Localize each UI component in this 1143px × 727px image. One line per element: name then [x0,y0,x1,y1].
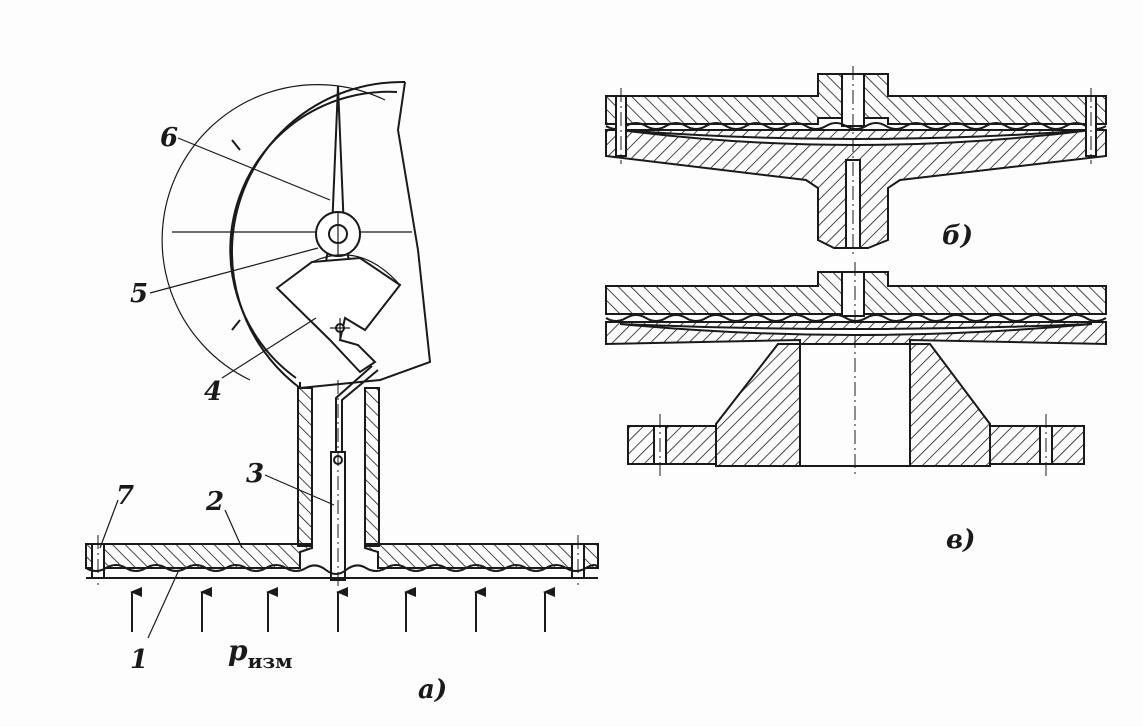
caption-v: в) [946,525,975,555]
panel-a-manometer: 6 5 4 3 2 7 1 pизм а) [85,80,599,705]
tube-wall-right [364,387,380,547]
label-6: 6 [160,123,178,153]
label-1: 1 [130,645,148,675]
tube-wall-left [297,387,313,547]
caption-a: а) [418,675,447,705]
pressure-label: pизм [228,634,293,673]
dial-housing [230,80,406,391]
label-7: 7 [116,481,134,511]
leader-lines [99,137,335,639]
gear-sector [275,256,402,374]
panel-v-flanged-membrane: в) [605,262,1107,555]
label-3: 3 [246,459,264,489]
caption-b: б) [942,221,973,251]
label-4: 4 [204,377,222,407]
label-2: 2 [205,487,224,517]
label-5: 5 [130,279,148,309]
membrane [85,564,599,575]
panel-b-flanged-membrane: б) [605,66,1107,256]
pointer [330,85,346,231]
pressure-arrows [130,587,555,632]
